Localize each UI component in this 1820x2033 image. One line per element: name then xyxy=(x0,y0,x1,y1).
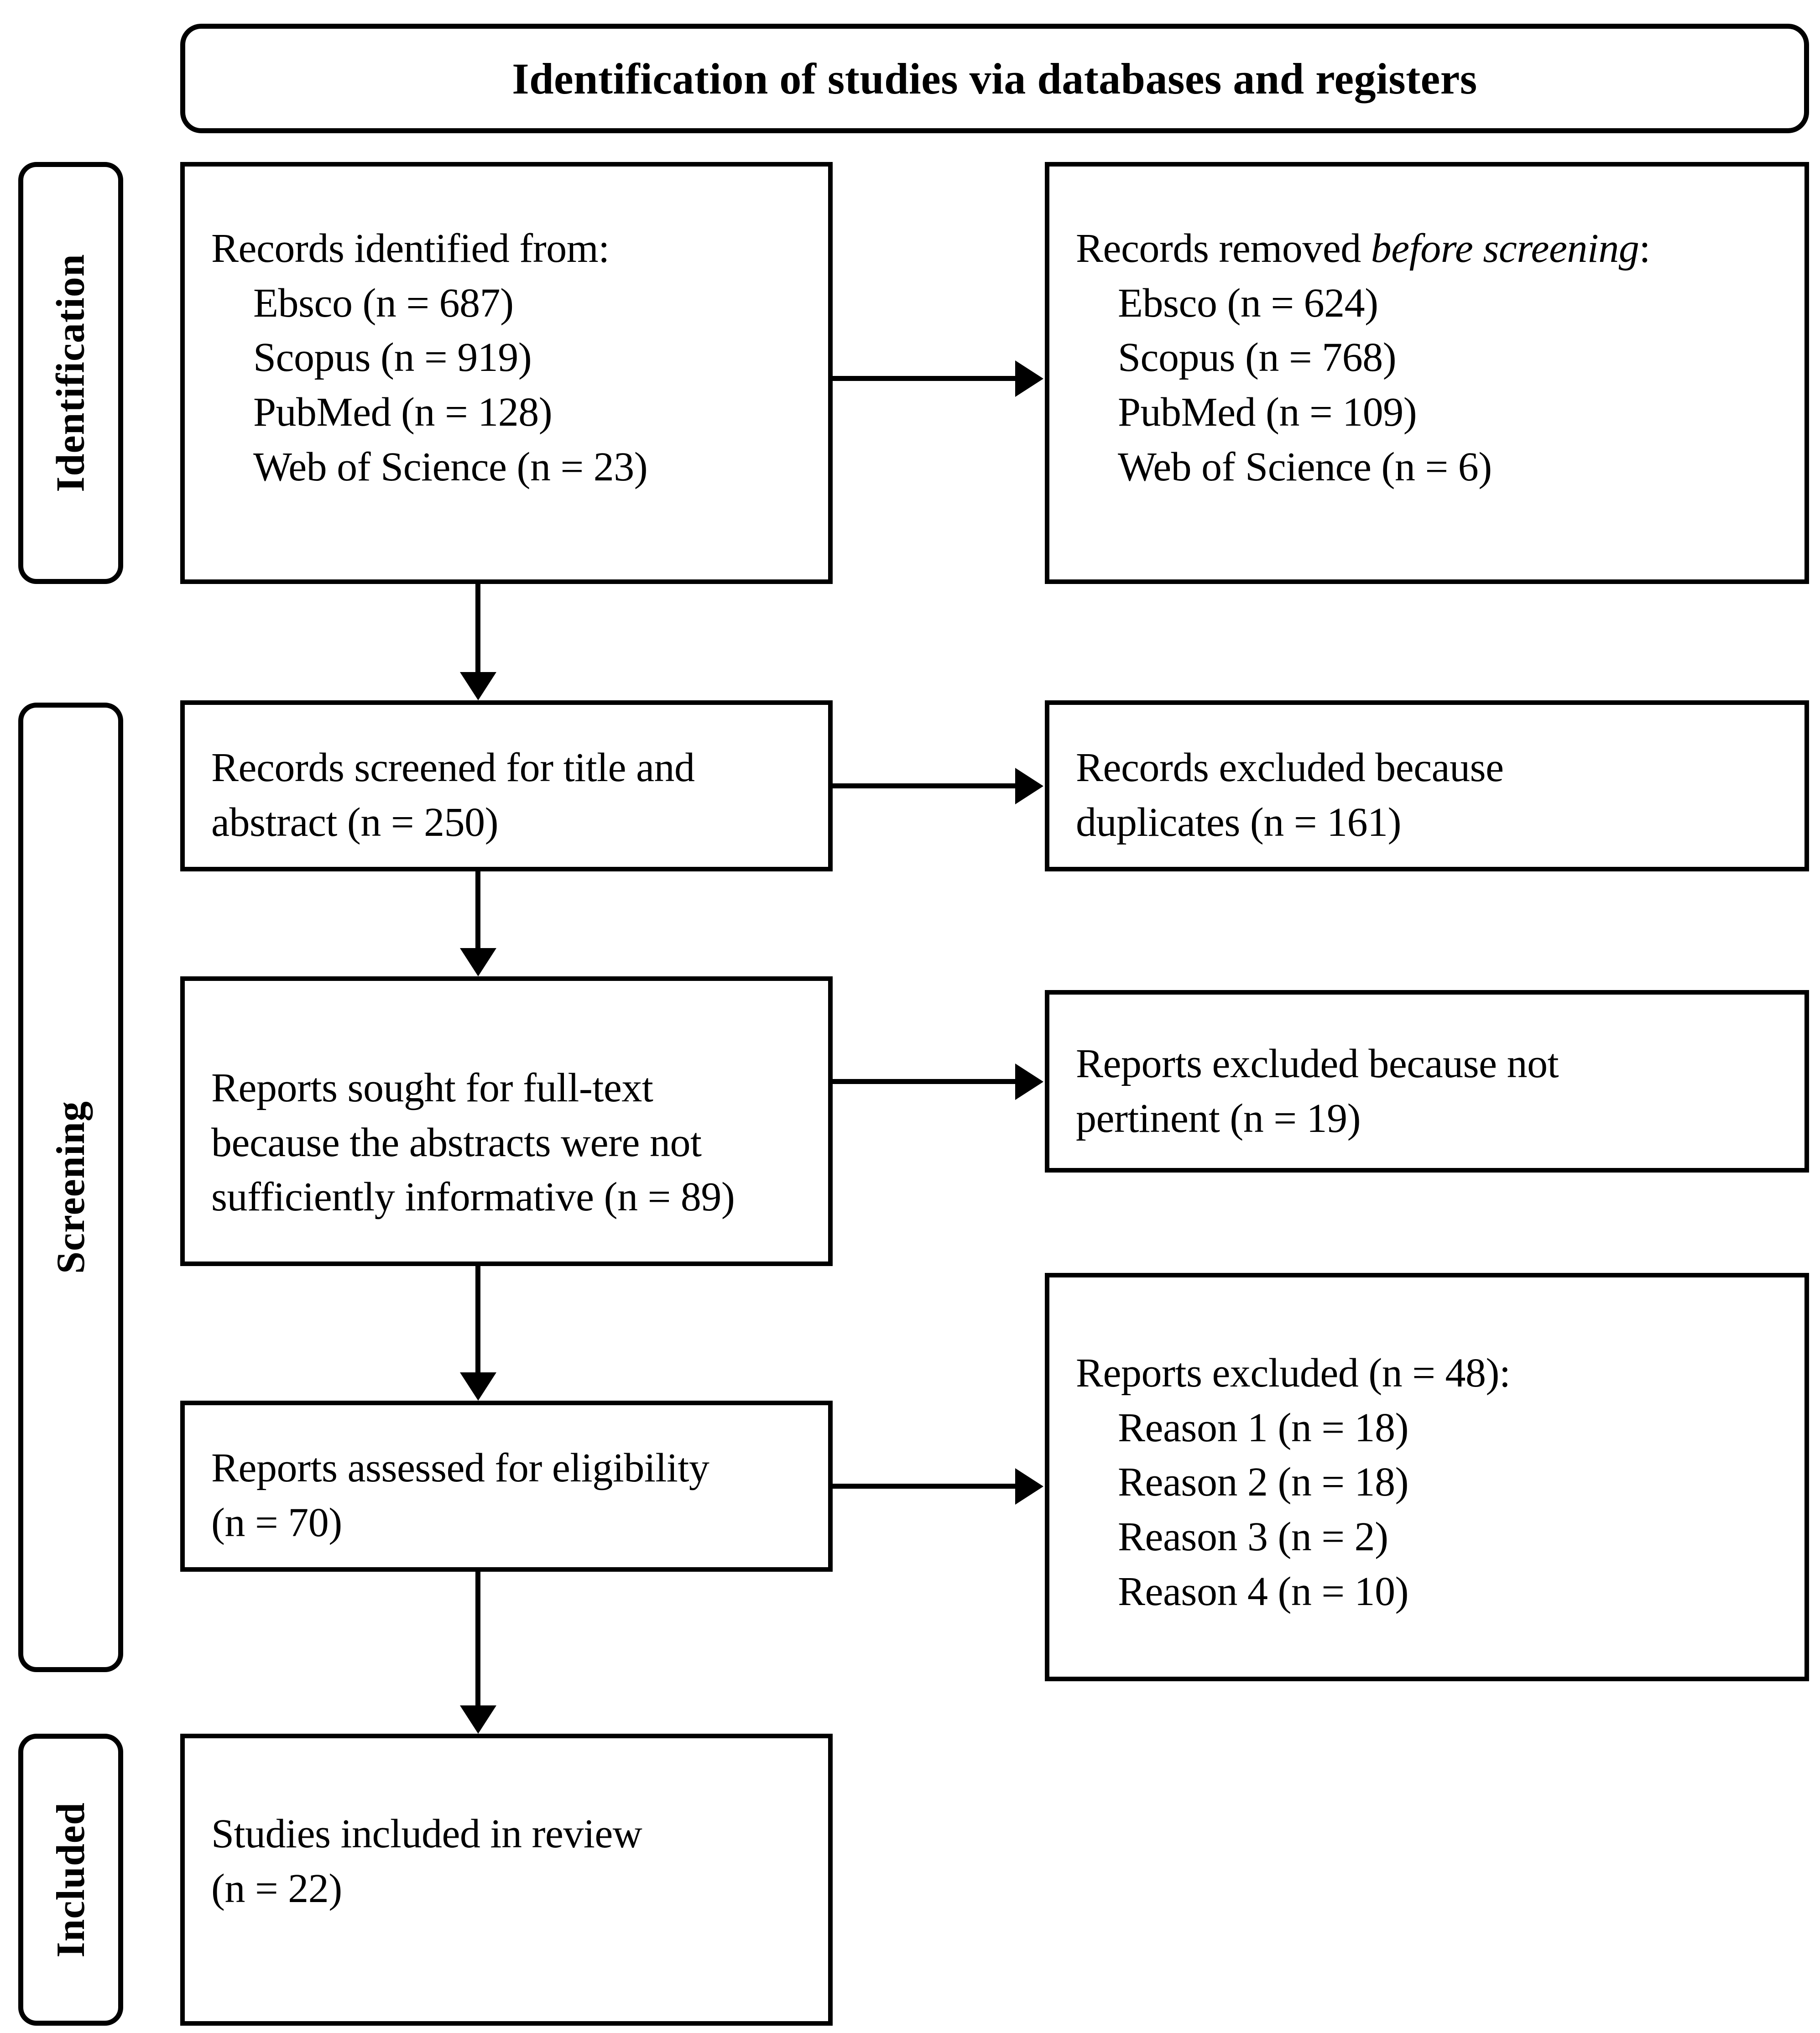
connector-screened-to-sought-arrow xyxy=(460,948,496,976)
reports-sought-line2: because the abstracts were not xyxy=(211,1120,702,1165)
records-excluded-duplicates-line2: duplicates (n = 161) xyxy=(1076,799,1402,845)
box-records-removed: Records removed before screening: Ebsco … xyxy=(1045,162,1809,584)
reports-sought-line1: Reports sought for full-text xyxy=(211,1065,653,1110)
records-identified-item-ebsco: Ebsco (n = 687) xyxy=(253,280,514,326)
records-excluded-duplicates-content: Records excluded because duplicates (n =… xyxy=(1076,740,1791,850)
records-removed-heading-emphasis: before screening xyxy=(1371,226,1639,271)
records-removed-item-ebsco: Ebsco (n = 624) xyxy=(1118,280,1378,326)
records-removed-heading-prefix: Records removed xyxy=(1076,226,1371,271)
records-removed-heading: Records removed before screening: xyxy=(1076,221,1791,276)
connector-assessed-to-reasons-arrow xyxy=(1015,1468,1043,1505)
records-screened-content: Records screened for title and abstract … xyxy=(211,740,814,850)
reports-excluded-reason-1: Reason 1 (n = 18) xyxy=(1118,1405,1409,1450)
connector-assessed-to-included-arrow xyxy=(460,1705,496,1734)
connector-assessed-to-included-line xyxy=(475,1572,480,1711)
box-reports-assessed: Reports assessed for eligibility (n = 70… xyxy=(180,1401,833,1572)
connector-screened-to-duplicates-arrow xyxy=(1015,768,1043,804)
reports-excluded-reason-2: Reason 2 (n = 18) xyxy=(1118,1460,1409,1505)
reports-assessed-content: Reports assessed for eligibility (n = 70… xyxy=(211,1441,814,1550)
stage-label-identification: Identification xyxy=(18,162,123,584)
reports-excluded-not-pertinent-content: Reports excluded because not pertinent (… xyxy=(1076,1037,1791,1146)
box-records-identified: Records identified from: Ebsco (n = 687)… xyxy=(180,162,833,584)
records-removed-item-scopus: Scopus (n = 768) xyxy=(1118,335,1397,381)
box-reports-excluded-reasons: Reports excluded (n = 48): Reason 1 (n =… xyxy=(1045,1273,1809,1681)
stage-label-screening-text: Screening xyxy=(48,1101,93,1274)
connector-assessed-to-reasons-line xyxy=(833,1484,1015,1489)
reports-excluded-reason-3: Reason 3 (n = 2) xyxy=(1118,1514,1388,1560)
reports-sought-line3: sufficiently informative (n = 89) xyxy=(211,1174,735,1220)
records-screened-line1: Records screened for title and xyxy=(211,745,695,790)
box-records-excluded-duplicates: Records excluded because duplicates (n =… xyxy=(1045,700,1809,871)
reports-assessed-line2: (n = 70) xyxy=(211,1500,342,1545)
studies-included-content: Studies included in review (n = 22) xyxy=(211,1807,814,1916)
stage-label-included-text: Included xyxy=(48,1802,93,1958)
reports-excluded-reason-4: Reason 4 (n = 10) xyxy=(1118,1569,1409,1614)
stage-label-identification-text: Identification xyxy=(48,254,93,492)
records-identified-heading: Records identified from: xyxy=(211,226,610,271)
records-removed-heading-suffix: : xyxy=(1639,226,1650,271)
connector-sought-to-assessed-arrow xyxy=(460,1372,496,1401)
connector-identified-to-removed-line xyxy=(833,376,1015,381)
box-reports-excluded-not-pertinent: Reports excluded because not pertinent (… xyxy=(1045,990,1809,1173)
connector-identified-to-removed-arrow xyxy=(1015,360,1043,397)
records-identified-item-pubmed: PubMed (n = 128) xyxy=(253,390,553,435)
records-identified-content: Records identified from: Ebsco (n = 687)… xyxy=(211,221,814,494)
banner-identification-header: Identification of studies via databases … xyxy=(180,24,1809,133)
studies-included-line1: Studies included in review xyxy=(211,1811,642,1856)
box-reports-sought: Reports sought for full-text because the… xyxy=(180,976,833,1266)
box-records-screened: Records screened for title and abstract … xyxy=(180,700,833,871)
connector-identified-to-screened-arrow xyxy=(460,672,496,700)
records-removed-item-pubmed: PubMed (n = 109) xyxy=(1118,390,1417,435)
records-identified-item-wos: Web of Science (n = 23) xyxy=(253,444,648,490)
studies-included-line2: (n = 22) xyxy=(211,1866,342,1911)
connector-screened-to-sought-line xyxy=(475,871,480,954)
connector-sought-to-not-pertinent-arrow xyxy=(1015,1063,1043,1100)
records-identified-item-scopus: Scopus (n = 919) xyxy=(253,335,532,381)
reports-excluded-reasons-heading: Reports excluded (n = 48): xyxy=(1076,1350,1511,1396)
connector-sought-to-assessed-line xyxy=(475,1266,480,1378)
records-excluded-duplicates-line1: Records excluded because xyxy=(1076,745,1504,790)
reports-excluded-not-pertinent-line1: Reports excluded because not xyxy=(1076,1041,1559,1086)
connector-screened-to-duplicates-line xyxy=(833,783,1015,788)
reports-assessed-line1: Reports assessed for eligibility xyxy=(211,1445,709,1491)
connector-identified-to-screened-line xyxy=(475,584,480,678)
reports-excluded-not-pertinent-line2: pertinent (n = 19) xyxy=(1076,1095,1361,1141)
connector-sought-to-not-pertinent-line xyxy=(833,1079,1015,1084)
records-screened-line2: abstract (n = 250) xyxy=(211,799,499,845)
stage-label-screening: Screening xyxy=(18,703,123,1672)
box-studies-included: Studies included in review (n = 22) xyxy=(180,1734,833,2026)
records-removed-content: Records removed before screening: Ebsco … xyxy=(1076,221,1791,494)
stage-label-included: Included xyxy=(18,1734,123,2026)
records-removed-item-wos: Web of Science (n = 6) xyxy=(1118,444,1492,490)
reports-excluded-reasons-content: Reports excluded (n = 48): Reason 1 (n =… xyxy=(1076,1346,1791,1619)
banner-title: Identification of studies via databases … xyxy=(512,54,1477,103)
reports-sought-content: Reports sought for full-text because the… xyxy=(211,1061,814,1225)
